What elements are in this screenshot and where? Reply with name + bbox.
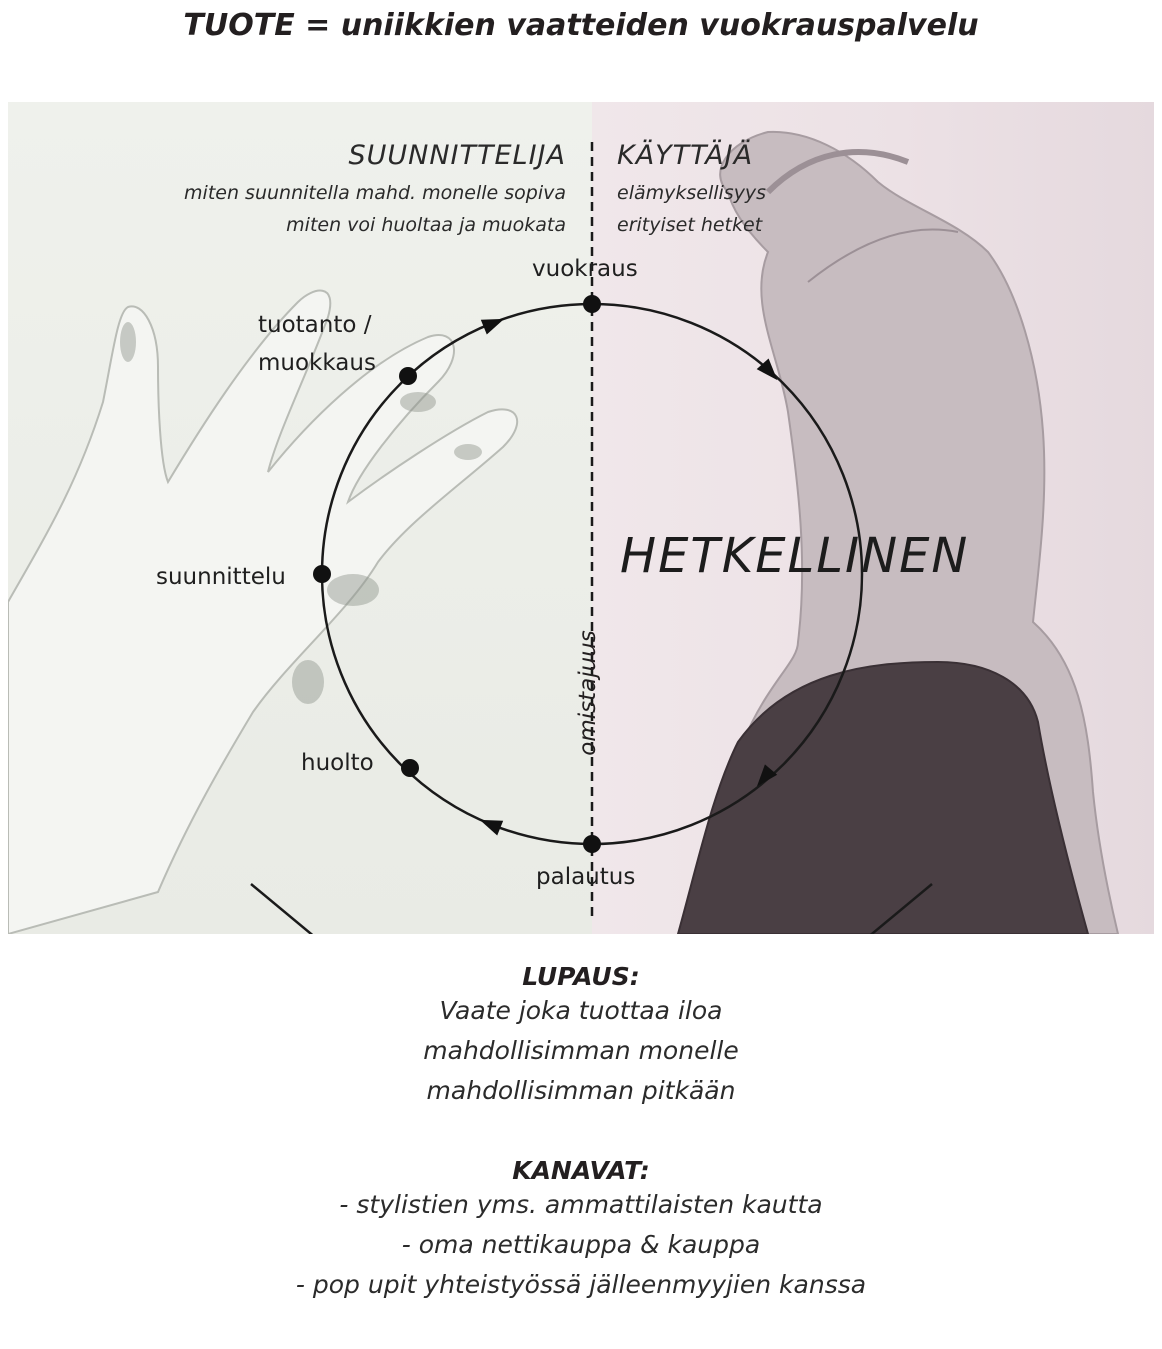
connector-right [802,884,932,934]
label-rental: vuokraus [532,256,638,282]
label-production-2: muokkaus [258,350,376,376]
promise-line-1: Vaate joka tuottaa iloa [0,991,1162,1031]
rental-cycle-diagram [8,102,1154,934]
node-rental [583,295,601,313]
page-title: TUOTE = uniikkien vaatteiden vuokrauspal… [0,8,1162,43]
node-design [313,565,331,583]
channels-line-2: - oma nettikauppa & kauppa [0,1225,1162,1265]
promise-line-2: mahdollisimman monelle [0,1031,1162,1071]
promise-section: LUPAUS: Vaate joka tuottaa iloa mahdolli… [0,962,1162,1111]
channels-section: KANAVAT: - stylistien yms. ammattilaiste… [0,1156,1162,1305]
promise-line-3: mahdollisimman pitkään [0,1071,1162,1111]
user-line-2: erityiset hetket [617,214,762,236]
user-line-1: elämyksellisyys [617,182,766,204]
label-design: suunnittelu [156,564,286,590]
connector-left [251,884,381,934]
user-heading: KÄYTTÄJÄ [617,140,753,171]
designer-heading: SUUNNITTELIJA [348,140,566,171]
momentary-label: HETKELLINEN [620,528,969,584]
label-maintenance: huolto [301,750,374,776]
ownership-label: omistajuus [575,618,601,768]
node-maintenance [401,759,419,777]
channels-line-3: - pop upit yhteistyössä jälleenmyyjien k… [0,1265,1162,1305]
channels-line-1: - stylistien yms. ammattilaisten kautta [0,1185,1162,1225]
node-production [399,367,417,385]
designer-line-1: miten suunnitella mahd. monelle sopiva [184,182,566,204]
node-return [583,835,601,853]
label-production-1: tuotanto / [258,312,372,338]
image-panel [8,102,1154,934]
promise-heading: LUPAUS: [0,962,1162,991]
label-return: palautus [536,864,635,890]
designer-line-2: miten voi huoltaa ja muokata [286,214,566,236]
arrow-right-bottom [751,764,777,791]
channels-heading: KANAVAT: [0,1156,1162,1185]
arrow-up-left [481,311,507,334]
arrow-bottom-left [477,812,503,835]
